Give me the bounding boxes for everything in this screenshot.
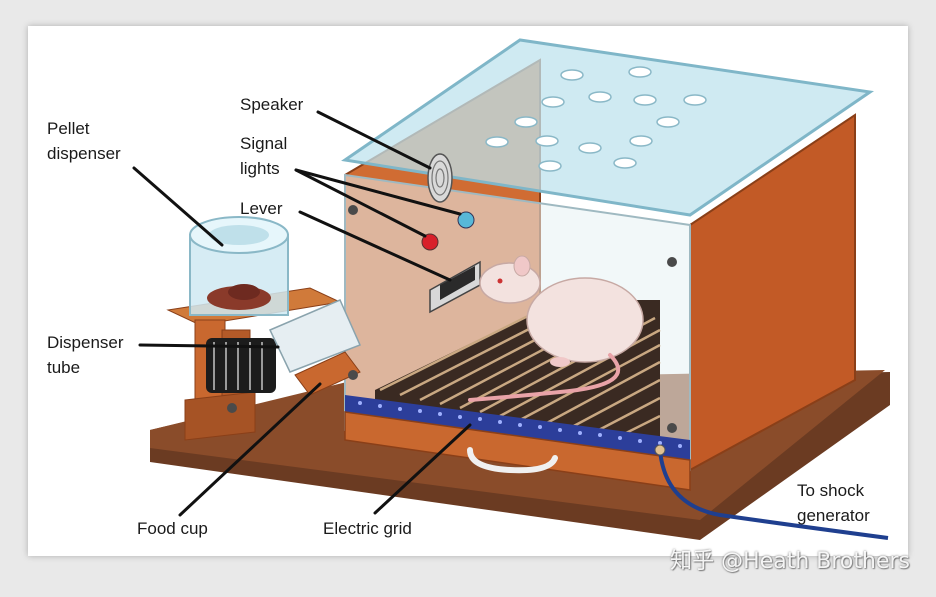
drawer	[344, 411, 691, 491]
label-lever: Lever	[240, 199, 283, 218]
lever-slot	[440, 266, 475, 300]
label-dispenser-tube: Dispenser tube	[47, 333, 124, 377]
glass-lid	[341, 38, 875, 217]
grid-strip-dots	[358, 401, 682, 448]
food-cup	[294, 351, 361, 396]
label-signal-lights: Signal lights	[240, 134, 288, 178]
lid-holes	[485, 66, 707, 172]
label-food-cup: Food cup	[137, 519, 208, 538]
shock-cable	[658, 449, 889, 540]
drawer-handle	[467, 447, 558, 474]
dispenser-tube	[268, 299, 362, 373]
watermark: 知乎 @Heath Brothers	[670, 549, 910, 574]
leader-lines	[132, 110, 472, 517]
signal-light-red	[421, 233, 439, 251]
electric-grid-strip	[345, 395, 690, 460]
signal-light-blue	[457, 211, 475, 229]
label-pellet-dispenser: Pellet dispenser	[47, 119, 121, 163]
label-speaker: Speaker	[240, 95, 304, 114]
label-to-shock-generator: To shock generator	[797, 481, 870, 525]
rat	[468, 255, 644, 402]
speaker-icon	[427, 153, 453, 203]
screws	[227, 205, 677, 433]
label-electric-grid: Electric grid	[323, 519, 412, 538]
